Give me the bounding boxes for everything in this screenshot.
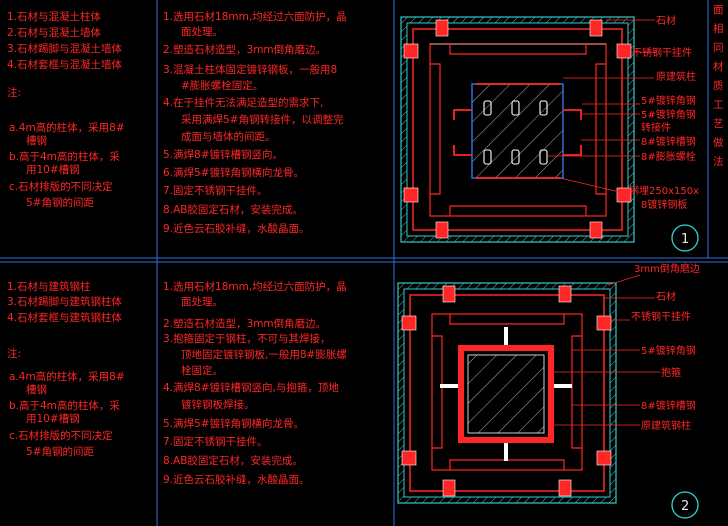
svg-text:采用满焊5#角钢转接件，以调整完: 采用满焊5#角钢转接件，以调整完 [181, 113, 344, 126]
section-1-steps: 1.选用石材18mm,均经过六面防护，晶 面处理。 2.塑造石材造型，3mm倒角… [163, 10, 347, 235]
svg-text:镀锌钢板焊接。: 镀锌钢板焊接。 [181, 398, 255, 411]
section-2-notes: 注: a.4m高的柱体，采用8# 槽钢 b.高于4m高的柱体，采 用10#槽钢 … [7, 347, 125, 458]
svg-text:面处理。: 面处理。 [181, 296, 223, 308]
svg-text:5#镀锌角钢: 5#镀锌角钢 [641, 344, 696, 357]
vertical-title: 面 相 同 材 质 工 艺 做 法 [713, 4, 724, 168]
svg-text:槽钢: 槽钢 [26, 134, 47, 147]
svg-text:成面与墙体的间距。: 成面与墙体的间距。 [181, 130, 276, 143]
svg-text:面: 面 [713, 4, 724, 16]
svg-text:3.抱箍固定于钢柱，不可与其焊接，: 3.抱箍固定于钢柱，不可与其焊接， [163, 332, 331, 345]
svg-text:面处理。: 面处理。 [181, 26, 223, 38]
svg-text:2.塑造石材造型，3mm倒角磨边。: 2.塑造石材造型，3mm倒角磨边。 [163, 43, 326, 56]
svg-text:b.高于4m高的柱体，采: b.高于4m高的柱体，采 [9, 399, 120, 412]
svg-text:抱箍: 抱箍 [661, 366, 681, 379]
svg-text:同: 同 [713, 42, 724, 54]
svg-text:c.石材排版的不同决定: c.石材排版的不同决定 [9, 180, 113, 193]
svg-text:槽钢: 槽钢 [26, 383, 47, 396]
section-1-materials: 1.石材与混凝土柱体 2.石材与混凝土墙体 3.石材踢脚与混凝土墙体 4.石材套… [7, 10, 123, 71]
svg-text:4.石材套框与混凝土墙体: 4.石材套框与混凝土墙体 [7, 58, 123, 71]
svg-text:石材: 石材 [656, 290, 676, 303]
svg-text:4.在于挂件无法满足造型的需求下,: 4.在于挂件无法满足造型的需求下, [163, 96, 323, 109]
svg-text:8镀锌钢板: 8镀锌钢板 [641, 198, 687, 211]
svg-text:8#镀锌槽钢: 8#镀锌槽钢 [641, 399, 696, 412]
svg-text:2.塑造石材造型，3mm倒角磨边。: 2.塑造石材造型，3mm倒角磨边。 [163, 317, 326, 330]
svg-text:b.高于4m高的柱体，采: b.高于4m高的柱体，采 [9, 150, 120, 163]
svg-text:a.4m高的柱体，采用8#: a.4m高的柱体，采用8# [9, 121, 125, 134]
svg-text:9.近色云石胶补缝，水酸晶面。: 9.近色云石胶补缝，水酸晶面。 [163, 473, 310, 486]
section-1-notes: 注: a.4m高的柱体，采用8# 槽钢 b.高于4m高的柱体，采 用10#槽钢 … [7, 86, 125, 209]
svg-text:注:: 注: [7, 347, 21, 360]
svg-text:艺: 艺 [713, 118, 724, 130]
svg-text:9.近色云石胶补缝，水酸晶面。: 9.近色云石胶补缝，水酸晶面。 [163, 222, 310, 235]
svg-text:8#镀锌槽钢: 8#镀锌槽钢 [641, 135, 696, 148]
svg-text:原建筑柱: 原建筑柱 [656, 70, 696, 83]
svg-text:5.满焊5#镀锌角钢横向龙骨。: 5.满焊5#镀锌角钢横向龙骨。 [163, 417, 304, 430]
svg-text:8.AB胶固定石材，安装完成。: 8.AB胶固定石材，安装完成。 [163, 454, 303, 467]
svg-text:7.固定不锈钢干挂件。: 7.固定不锈钢干挂件。 [163, 184, 268, 197]
svg-text:工: 工 [713, 99, 724, 111]
svg-text:3.混凝土柱体固定镀锌钢板，一般用8: 3.混凝土柱体固定镀锌钢板，一般用8 [163, 63, 337, 76]
svg-text:5#角钢的间距: 5#角钢的间距 [26, 196, 94, 209]
detail-drawing-1: 石材 不锈钢干挂件 原建筑柱 5#镀锌角钢 5#镀锌角钢 转接件 8#镀锌槽钢 … [400, 14, 699, 252]
svg-text:注:: 注: [7, 86, 21, 99]
svg-text:不锈钢干挂件: 不锈钢干挂件 [631, 310, 691, 323]
svg-text:材: 材 [713, 60, 724, 73]
svg-text:#膨胀螺栓固定。: #膨胀螺栓固定。 [181, 79, 263, 92]
svg-text:质: 质 [713, 80, 724, 92]
svg-text:4.石材套框与建筑钢柱体: 4.石材套框与建筑钢柱体 [7, 311, 123, 324]
svg-text:2: 2 [681, 499, 689, 514]
svg-text:5#镀锌角钢: 5#镀锌角钢 [641, 94, 696, 107]
svg-text:3.石材踢脚与混凝土墙体: 3.石材踢脚与混凝土墙体 [7, 42, 123, 55]
svg-text:相: 相 [713, 22, 724, 35]
svg-text:不锈钢干挂件: 不锈钢干挂件 [632, 46, 692, 59]
svg-text:7.固定不锈钢干挂件。: 7.固定不锈钢干挂件。 [163, 435, 268, 448]
svg-text:3mm倒角磨边: 3mm倒角磨边 [634, 263, 700, 275]
svg-text:1: 1 [681, 232, 689, 247]
svg-text:8#膨胀螺栓: 8#膨胀螺栓 [641, 150, 696, 163]
svg-text:1.选用石材18mm,均经过六面防护，晶: 1.选用石材18mm,均经过六面防护，晶 [163, 280, 347, 293]
svg-text:用10#槽钢: 用10#槽钢 [26, 163, 80, 176]
svg-text:a.4m高的柱体，采用8#: a.4m高的柱体，采用8# [9, 370, 125, 383]
svg-text:c.石材排版的不同决定: c.石材排版的不同决定 [9, 429, 113, 442]
svg-text:做: 做 [713, 136, 724, 149]
section-2-steps: 1.选用石材18mm,均经过六面防护，晶 面处理。 2.塑造石材造型，3mm倒角… [163, 280, 347, 486]
svg-text:3.石材踢脚与建筑钢柱体: 3.石材踢脚与建筑钢柱体 [7, 295, 123, 308]
svg-text:栓固定。: 栓固定。 [181, 364, 223, 377]
svg-text:法: 法 [713, 155, 724, 168]
svg-text:1.石材与建筑钢柱: 1.石材与建筑钢柱 [7, 280, 91, 293]
svg-text:钢埋250x150x: 钢埋250x150x [629, 184, 699, 197]
svg-text:1.选用石材18mm,均经过六面防护，晶: 1.选用石材18mm,均经过六面防护，晶 [163, 10, 347, 23]
svg-text:2.石材与混凝土墙体: 2.石材与混凝土墙体 [7, 26, 102, 39]
svg-text:6.满焊5#镀锌角钢横向龙骨。: 6.满焊5#镀锌角钢横向龙骨。 [163, 166, 304, 179]
svg-text:5#镀锌角钢: 5#镀锌角钢 [641, 108, 696, 121]
svg-text:8.AB胶固定石材，安装完成。: 8.AB胶固定石材，安装完成。 [163, 203, 303, 216]
svg-text:5.满焊8#镀锌槽钢竖向。: 5.满焊8#镀锌槽钢竖向。 [163, 148, 283, 161]
svg-text:顶地固定镀锌钢板,一般用8#膨胀螺: 顶地固定镀锌钢板,一般用8#膨胀螺 [181, 348, 347, 361]
svg-text:5#角钢的间距: 5#角钢的间距 [26, 445, 94, 458]
section-2-materials: 1.石材与建筑钢柱 3.石材踢脚与建筑钢柱体 4.石材套框与建筑钢柱体 [7, 280, 123, 324]
svg-text:转接件: 转接件 [641, 121, 671, 134]
svg-text:1.石材与混凝土柱体: 1.石材与混凝土柱体 [7, 10, 102, 23]
svg-text:4.满焊8#镀锌槽钢竖向,与抱箍，顶地: 4.满焊8#镀锌槽钢竖向,与抱箍，顶地 [163, 381, 339, 394]
svg-text:原建筑钢柱: 原建筑钢柱 [641, 419, 691, 432]
detail-drawing-2: 3mm倒角磨边 石材 不锈钢干挂件 5#镀锌角钢 抱箍 8#镀锌槽钢 原建筑钢柱… [397, 263, 700, 519]
svg-text:石材: 石材 [656, 14, 676, 27]
svg-text:用10#槽钢: 用10#槽钢 [26, 412, 80, 425]
